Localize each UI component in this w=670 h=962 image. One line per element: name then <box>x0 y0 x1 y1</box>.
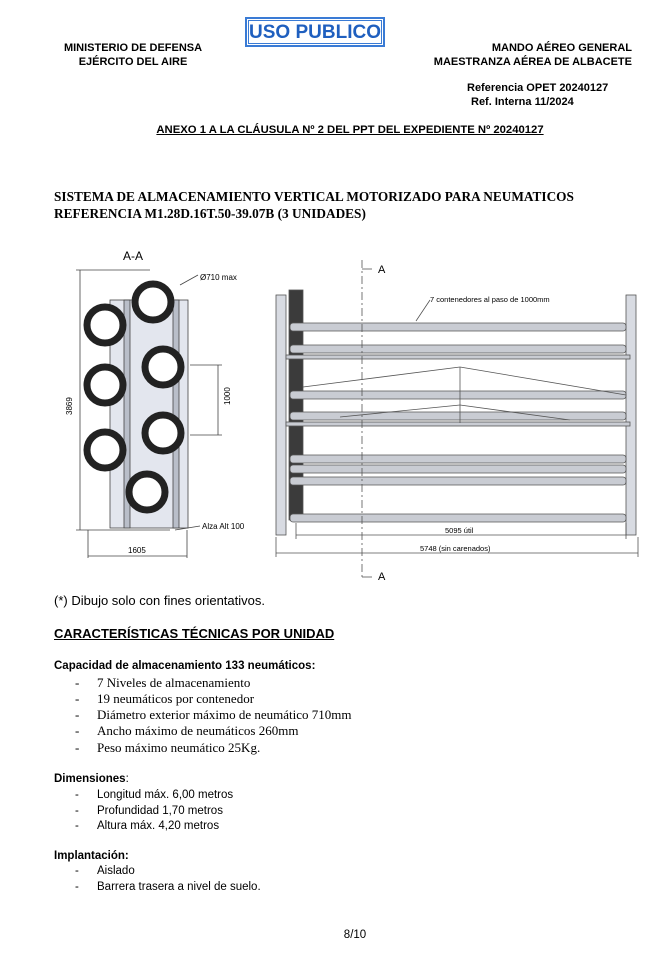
bullet: - <box>75 691 80 706</box>
containers-label: 7 contenedores al paso de 1000mm <box>430 295 550 304</box>
list-item: Peso máximo neumático 25Kg. <box>97 740 261 755</box>
heading-colon: : <box>125 773 129 785</box>
ministry-name: MINISTERIO DE DEFENSA <box>63 42 203 54</box>
command-name: MANDO AÉREO GENERAL <box>491 42 632 54</box>
list-item: Diámetro exterior máximo de neumático 71… <box>97 707 352 722</box>
bullet: - <box>75 675 80 690</box>
list-item: 7 Niveles de almacenamiento <box>97 675 251 690</box>
bullet: - <box>75 740 80 755</box>
unit-name: MAESTRANZA AÉREA DE ALBACETE <box>433 56 632 68</box>
list-item: Barrera trasera a nivel de suelo. <box>97 881 261 893</box>
useful-length-label: 5095 útil <box>445 526 474 535</box>
header-right: MANDO AÉREO GENERAL MAESTRANZA AÉREA DE … <box>410 41 640 69</box>
side-section-drawing: A-A Ø710 max 3869 1000 1605 Alza Alt 100 <box>65 249 245 558</box>
drawing-note: (*) Dibujo solo con fines orientativos. <box>54 593 265 608</box>
bullet: - <box>75 805 79 817</box>
front-elevation-drawing: A A 7 contenedores al paso de 1000mm 509… <box>275 260 639 583</box>
bullet: - <box>75 707 80 722</box>
internal-reference: Ref. Interna 11/2024 <box>471 96 574 108</box>
page-number: 8/10 <box>343 929 367 941</box>
list-item: Longitud máx. 6,00 metros <box>97 789 234 801</box>
tire-icons <box>83 280 185 514</box>
bullet: - <box>75 723 80 738</box>
dimensions-heading: Dimensiones: <box>54 773 129 785</box>
bullet: - <box>75 881 79 893</box>
list-item: 19 neumáticos por contenedor <box>97 691 255 706</box>
reference: Referencia OPET 20240127 <box>467 82 609 94</box>
total-length-label: 5748 (sin carenados) <box>420 544 491 553</box>
list-item: Ancho máximo de neumáticos 260mm <box>97 723 299 738</box>
pitch-label: 1000 <box>223 387 232 405</box>
section-heading: CARACTERÍSTICAS TÉCNICAS POR UNIDAD <box>54 626 335 641</box>
base-label: Alza Alt 100 <box>202 522 245 531</box>
cut-marker-bottom: A <box>378 571 386 583</box>
width-label: 1605 <box>128 546 146 555</box>
list-item: Altura máx. 4,20 metros <box>97 820 220 832</box>
installation-heading: Implantación: <box>54 850 129 862</box>
dimensions-heading-text: Dimensiones <box>54 773 126 785</box>
header-left: MINISTERIO DE DEFENSA EJÉRCITO DEL AIRE <box>53 41 213 69</box>
army-name: EJÉRCITO DEL AIRE <box>78 56 188 68</box>
diameter-label: Ø710 max <box>200 273 237 282</box>
capacity-heading: Capacidad de almacenamiento 133 neumátic… <box>54 660 316 672</box>
system-title-line2: REFERENCIA M1.28D.16T.50-39.07B (3 UNIDA… <box>54 206 366 221</box>
annex-title: ANEXO 1 A LA CLÁUSULA Nº 2 DEL PPT DEL E… <box>156 124 544 136</box>
list-item: Profundidad 1,70 metros <box>97 805 223 817</box>
system-title-line1: SISTEMA DE ALMACENAMIENTO VERTICAL MOTOR… <box>54 189 574 204</box>
bullet: - <box>75 789 79 801</box>
list-item: Aislado <box>97 865 135 877</box>
section-label: A-A <box>123 249 143 263</box>
height-label: 3869 <box>65 397 74 415</box>
classification-badge: USO PUBLICO <box>245 17 385 47</box>
bullet: - <box>75 865 79 877</box>
bullet: - <box>75 820 79 832</box>
cut-marker-top: A <box>378 264 386 276</box>
